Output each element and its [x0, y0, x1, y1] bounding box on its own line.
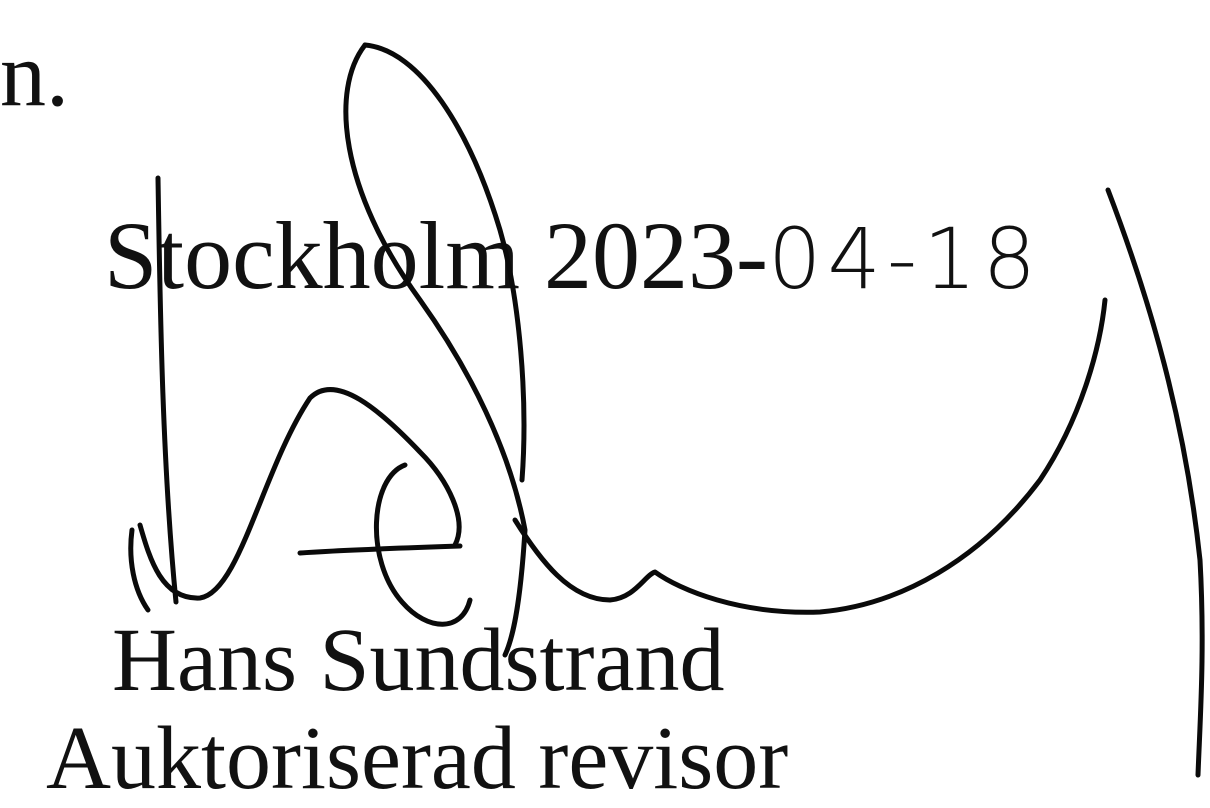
place-name: Stockholm: [104, 202, 521, 309]
signature-stroke: [137, 387, 462, 601]
place-and-date: Stockholm 2023-04-18: [104, 208, 1042, 304]
signer-name: Hans Sundstrand: [112, 611, 725, 710]
preceding-text-fragment: n.: [0, 23, 69, 125]
signature-stroke: [128, 527, 151, 613]
signature-stroke: [343, 42, 528, 658]
date-handwritten: 04-18: [767, 210, 1043, 308]
signature-stroke: [374, 462, 473, 627]
date-printed: 2023-: [544, 202, 768, 309]
signer-title: Auktoriserad revisor: [46, 709, 789, 808]
signature-stroke: [512, 297, 1108, 615]
signature-stroke: [297, 543, 463, 556]
signature-stroke: [1105, 187, 1205, 778]
